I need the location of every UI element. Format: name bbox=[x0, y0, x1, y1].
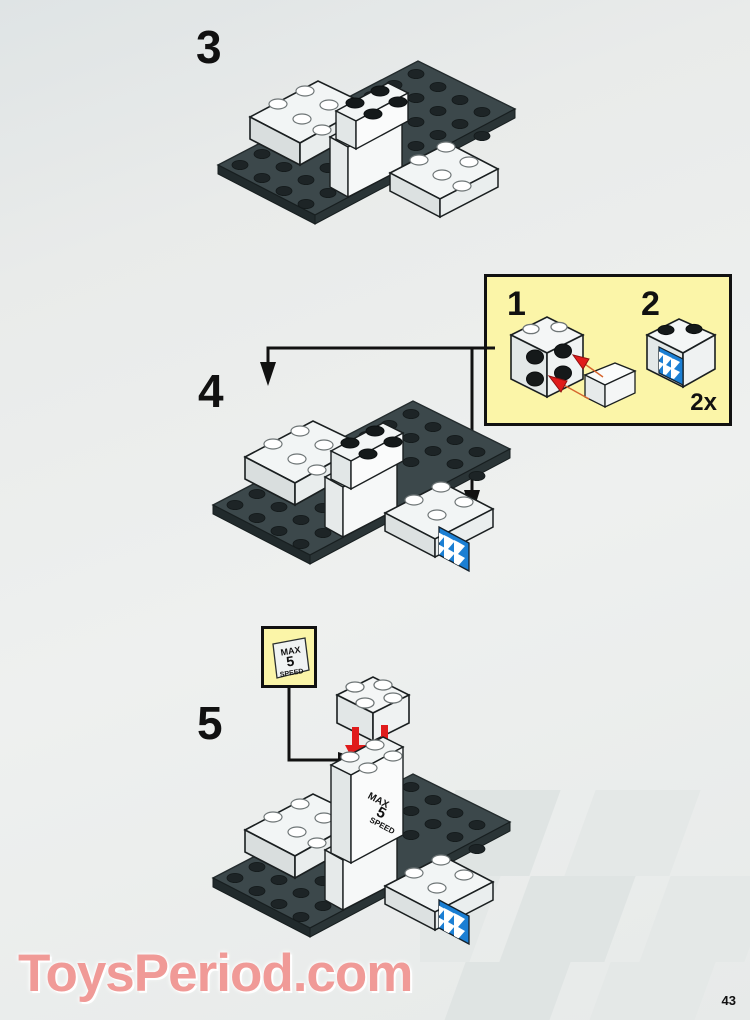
baseplate-4 bbox=[211, 400, 512, 573]
chevron-brick-5 bbox=[383, 854, 495, 946]
chevron-brick-4 bbox=[383, 481, 495, 573]
step-number-4: 4 bbox=[198, 365, 224, 417]
substep-number-1: 1 bbox=[507, 285, 526, 323]
svg-text:SPEED: SPEED bbox=[279, 668, 304, 679]
max-speed-sticker-graphic: MAX 5 SPEED bbox=[272, 637, 310, 679]
substep-1-graphic bbox=[509, 316, 637, 409]
svg-text:5: 5 bbox=[285, 653, 295, 670]
white-brick-right-3 bbox=[388, 141, 500, 219]
max-speed-slope-5: MAX 5 SPEED bbox=[323, 736, 405, 912]
step-number-3: 3 bbox=[196, 21, 222, 73]
baseplate-3 bbox=[216, 60, 517, 225]
page-number: 43 bbox=[721, 993, 736, 1008]
floating-white-brick-5 bbox=[335, 676, 411, 743]
svg-text:MAX: MAX bbox=[280, 645, 301, 658]
substep-number-2: 2 bbox=[641, 285, 660, 323]
substep-2-graphic bbox=[645, 318, 717, 389]
baseplate-5: MAX 5 SPEED bbox=[211, 676, 512, 946]
step-3-assembly bbox=[210, 55, 520, 270]
sub-assembly-callout: 1 2 2x bbox=[484, 274, 732, 426]
step-5-assembly: MAX 5 SPEED bbox=[205, 665, 525, 985]
step-4-assembly bbox=[205, 395, 525, 610]
site-watermark: ToysPeriod.com bbox=[18, 944, 413, 1003]
step-number-5: 5 bbox=[197, 697, 223, 749]
quantity-label: 2x bbox=[690, 389, 717, 416]
